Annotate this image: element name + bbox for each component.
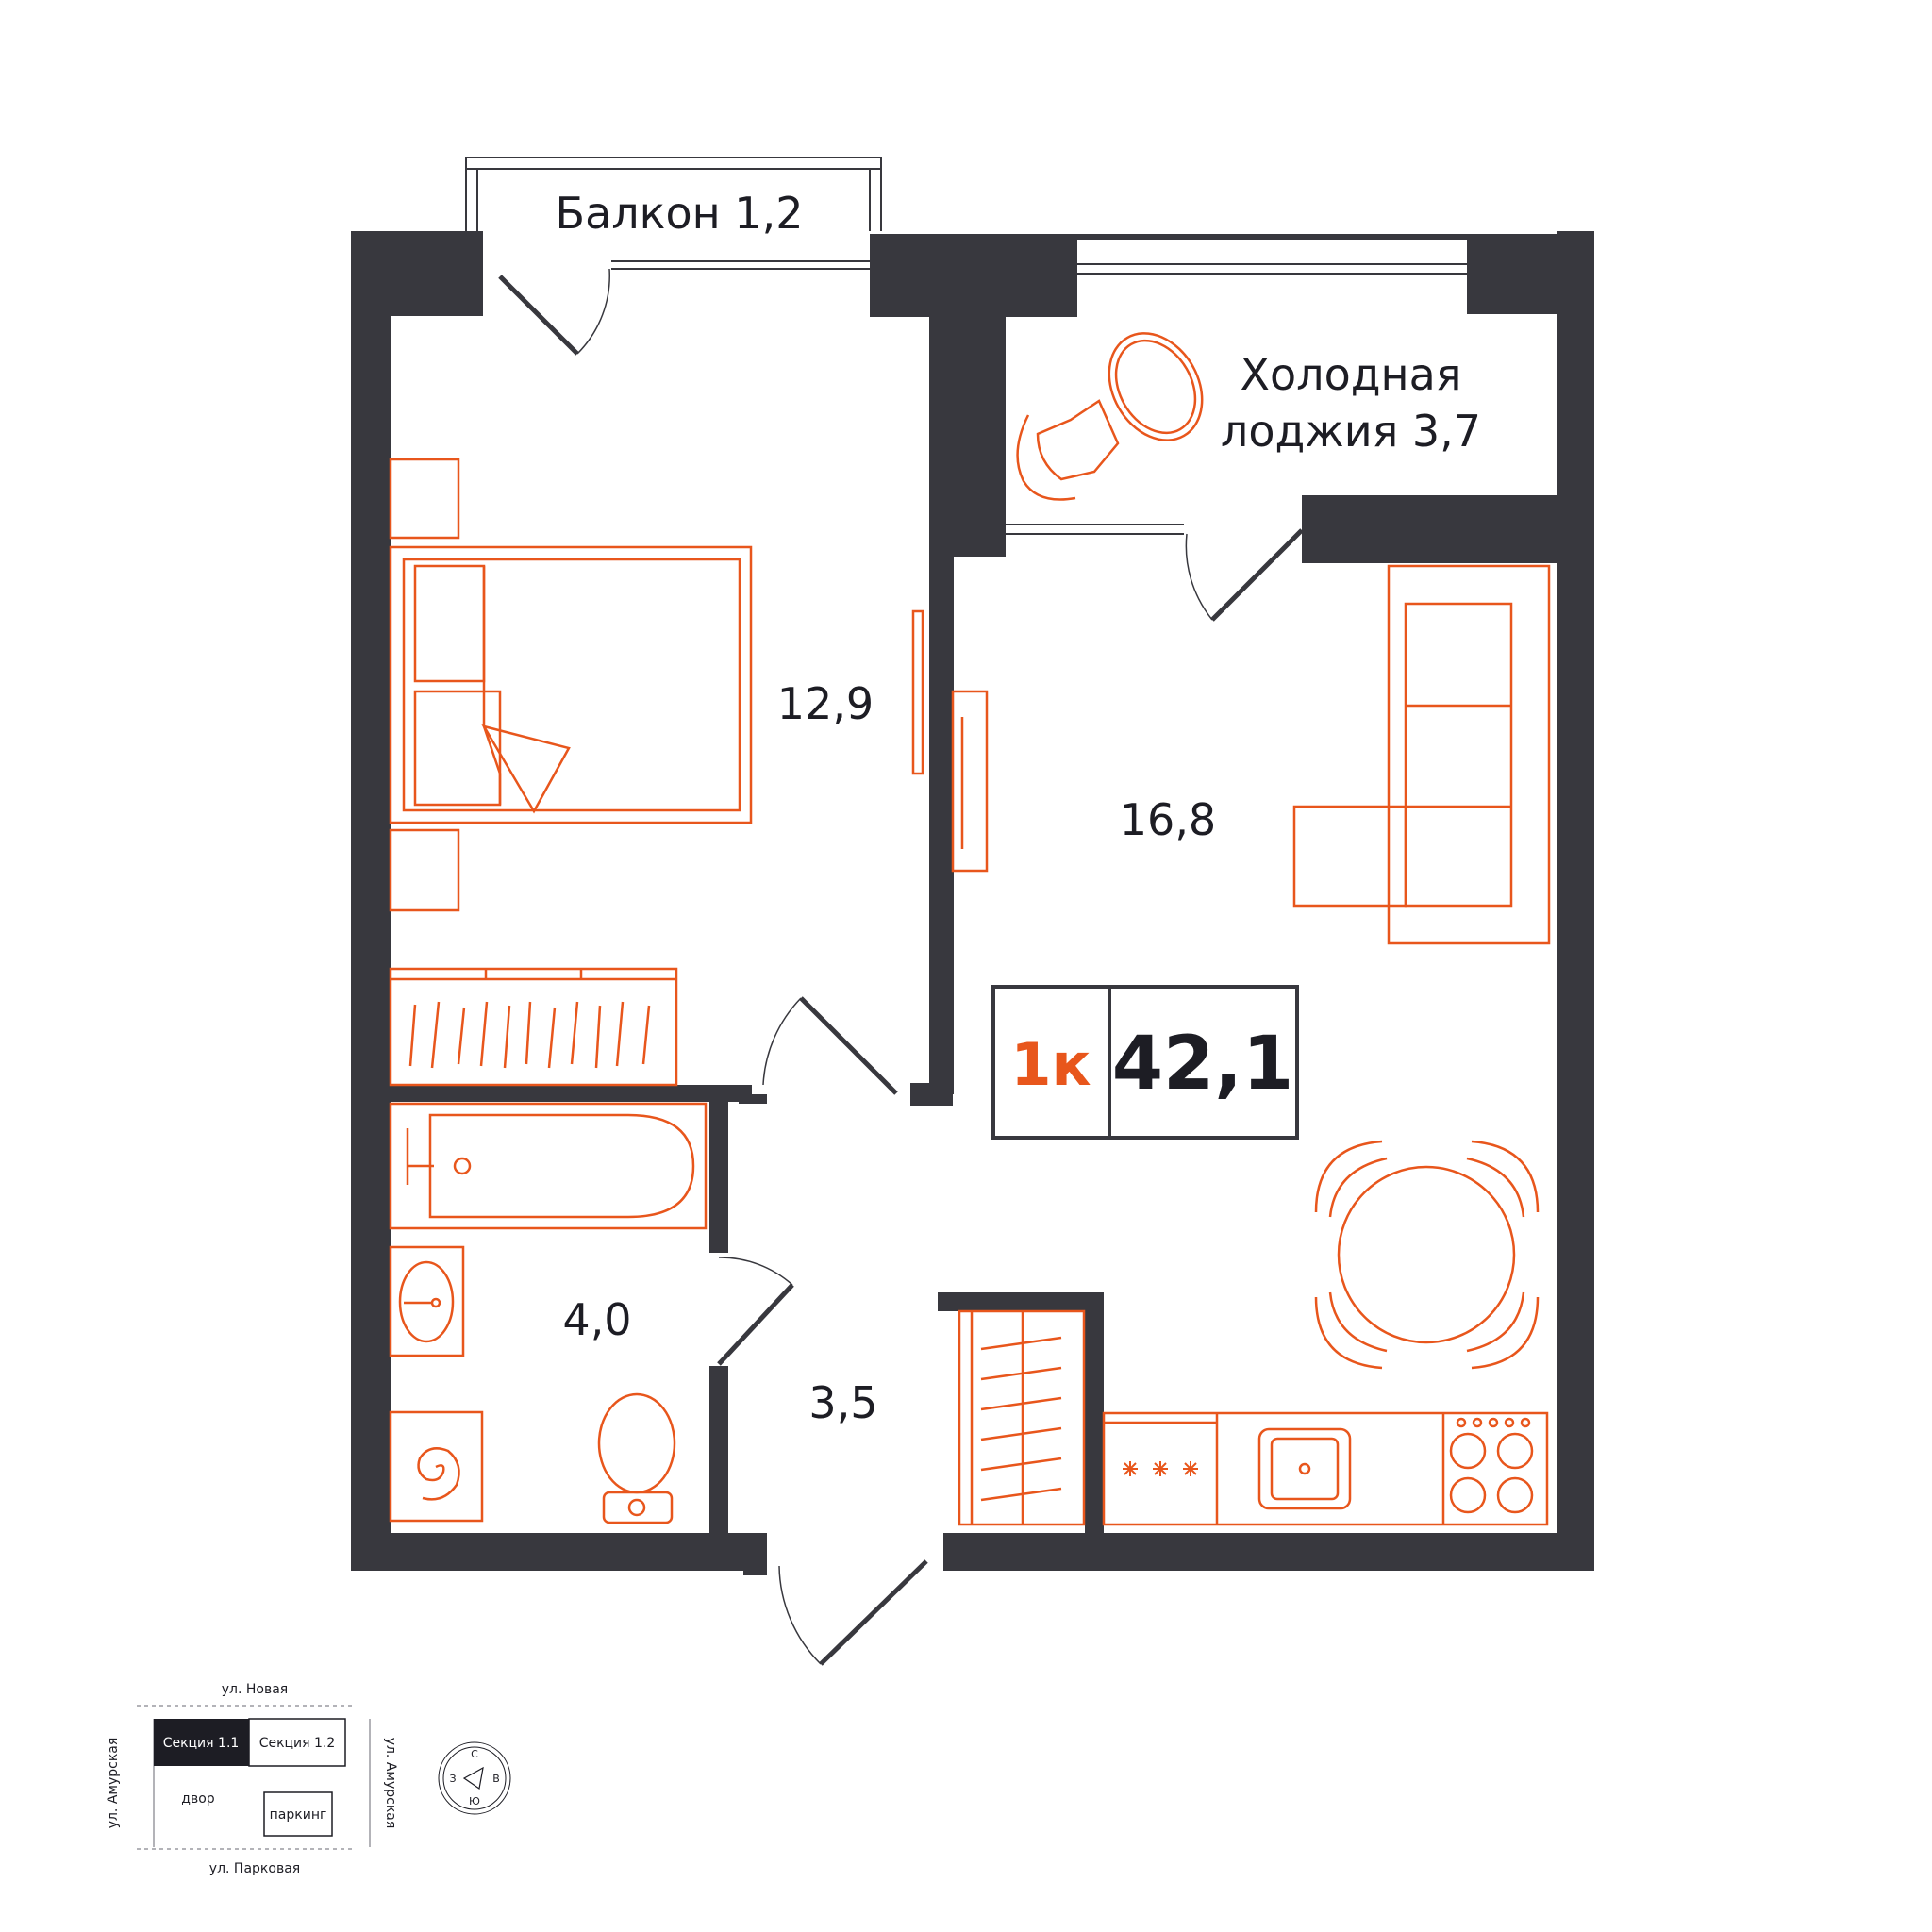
street-bottom-label: ул. Парковая bbox=[209, 1861, 300, 1876]
section-1-2 bbox=[248, 1718, 346, 1767]
living-area-label: 16,8 bbox=[1120, 794, 1216, 845]
bedroom-area-label: 12,9 bbox=[777, 678, 874, 729]
loggia-label-line2: лоджия 3,7 bbox=[1221, 406, 1481, 457]
furniture bbox=[389, 332, 1551, 1526]
compass-east-letter: В bbox=[492, 1773, 500, 1785]
section-1-1-label: Секция 1.1 bbox=[163, 1736, 240, 1751]
dishwasher-stars bbox=[1123, 1461, 1198, 1476]
street-left-label: ул. Амурская bbox=[106, 1738, 121, 1829]
apartment-badge: 1к 42,1 bbox=[991, 985, 1299, 1140]
walls bbox=[351, 231, 1594, 1575]
street-top-label: ул. Новая bbox=[222, 1682, 288, 1697]
street-right-label: ул. Амурская bbox=[383, 1738, 398, 1829]
loggia-window bbox=[1006, 263, 1467, 535]
doors bbox=[498, 268, 1304, 1666]
hall-area-label: 3,5 bbox=[808, 1377, 877, 1428]
compass-north-letter: С bbox=[471, 1748, 478, 1760]
loggia-label-line1: Холодная bbox=[1241, 349, 1462, 400]
balcony-frame bbox=[465, 157, 882, 270]
compass-south-letter: Ю bbox=[469, 1795, 480, 1807]
room-count-badge: 1к bbox=[1010, 1030, 1091, 1099]
wardrobe-hangers-2 bbox=[980, 1336, 1062, 1502]
total-area-badge: 42,1 bbox=[1112, 1022, 1293, 1107]
balcony-label: Балкон 1,2 bbox=[556, 188, 804, 239]
compass-west-letter: З bbox=[449, 1773, 456, 1785]
bathroom-area-label: 4,0 bbox=[562, 1294, 631, 1345]
yard-label: двор bbox=[181, 1791, 214, 1807]
compass-icon: С В Ю З bbox=[438, 1741, 511, 1815]
site-outline bbox=[137, 1705, 354, 1850]
section-1-2-label: Секция 1.2 bbox=[259, 1736, 336, 1751]
wardrobe-hangers-1 bbox=[408, 1001, 651, 1069]
parking-label: паркинг bbox=[270, 1807, 327, 1823]
stove bbox=[1449, 1417, 1534, 1514]
site-map: ул. Новая ул. Парковая ул. Амурская ул. … bbox=[106, 1682, 398, 1876]
parking-block bbox=[263, 1791, 333, 1837]
section-1-1 bbox=[154, 1719, 249, 1766]
